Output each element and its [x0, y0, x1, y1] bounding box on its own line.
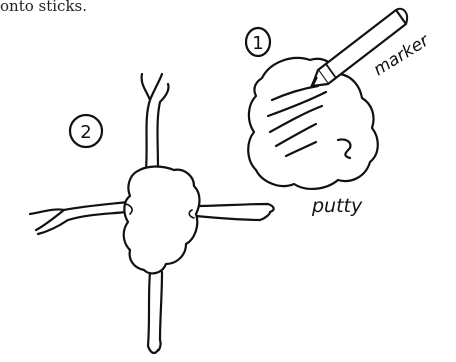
- step-2-group: 2: [30, 74, 274, 353]
- step-1-number: 1: [252, 33, 263, 54]
- step-1-group: 1 marker putty: [246, 9, 433, 217]
- stick-bottom: [148, 272, 162, 353]
- marker-pen: [312, 9, 407, 86]
- putty-label: putty: [311, 195, 363, 217]
- stick-left: [30, 202, 128, 234]
- step-2-number: 2: [80, 122, 91, 143]
- putty-wad: [124, 167, 200, 274]
- stick-top: [142, 74, 169, 170]
- putty-blob: [248, 58, 378, 189]
- putty-marks: [268, 86, 350, 158]
- stick-right: [196, 204, 274, 220]
